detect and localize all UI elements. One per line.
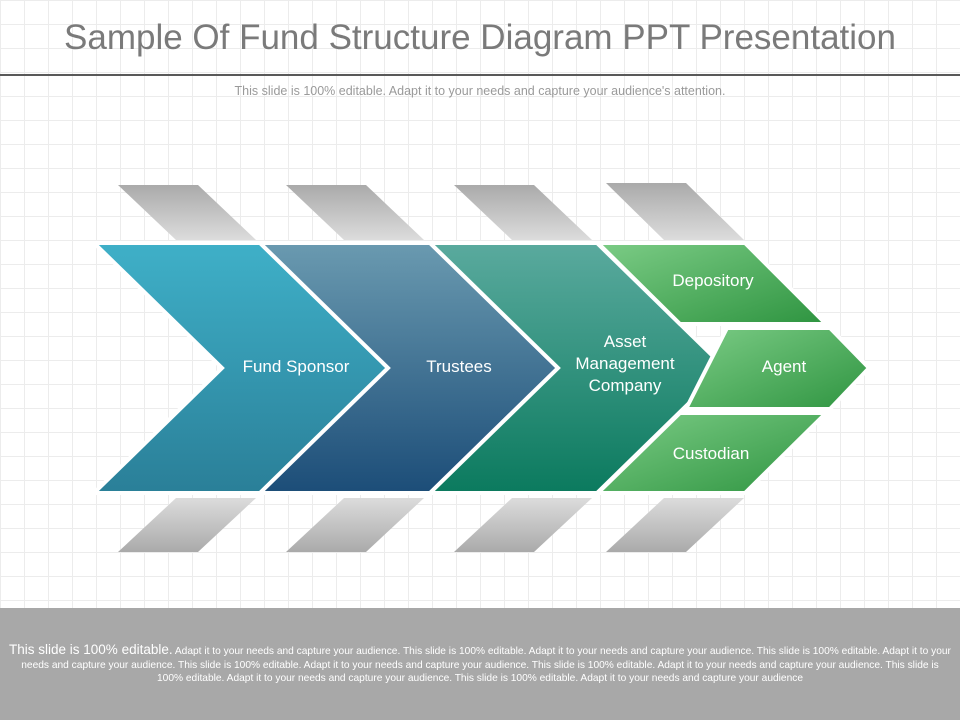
title-divider <box>0 74 960 76</box>
footer-text: This slide is 100% editable. Adapt it to… <box>8 643 952 686</box>
footer-band: This slide is 100% editable. Adapt it to… <box>0 608 960 720</box>
branch-label-depository: Depository <box>672 271 754 290</box>
stage-label-amc-line-1: Asset <box>604 332 647 351</box>
branch-custodian <box>593 411 831 495</box>
decor-bottom-1 <box>118 498 256 552</box>
decor-top-4 <box>606 183 744 240</box>
slide-subtitle: This slide is 100% editable. Adapt it to… <box>234 84 726 98</box>
decor-bottom-3 <box>454 498 592 552</box>
stage-label-fund-sponsor: Fund Sponsor <box>243 357 350 376</box>
decor-top-1 <box>118 185 256 240</box>
footer-lead: This slide is 100% editable. <box>9 642 173 657</box>
decor-top-2 <box>286 185 424 240</box>
stage-label-trustees: Trustees <box>426 357 492 376</box>
fund-structure-diagram: Fund Sponsor Trustees Asset Management C… <box>94 183 872 552</box>
footer-body: Adapt it to your needs and capture your … <box>21 646 951 684</box>
branch-label-agent: Agent <box>762 357 807 376</box>
branch-agent <box>682 326 872 411</box>
decor-bottom-4 <box>606 498 744 552</box>
decor-bottom-2 <box>286 498 424 552</box>
branch-label-custodian: Custodian <box>673 444 750 463</box>
stage-label-amc-line-2: Management <box>575 354 675 373</box>
stage-label-amc-line-3: Company <box>589 376 662 395</box>
branch-depository <box>593 241 831 326</box>
slide-title: Sample Of Fund Structure Diagram PPT Pre… <box>64 18 896 57</box>
decor-top-3 <box>454 185 592 240</box>
